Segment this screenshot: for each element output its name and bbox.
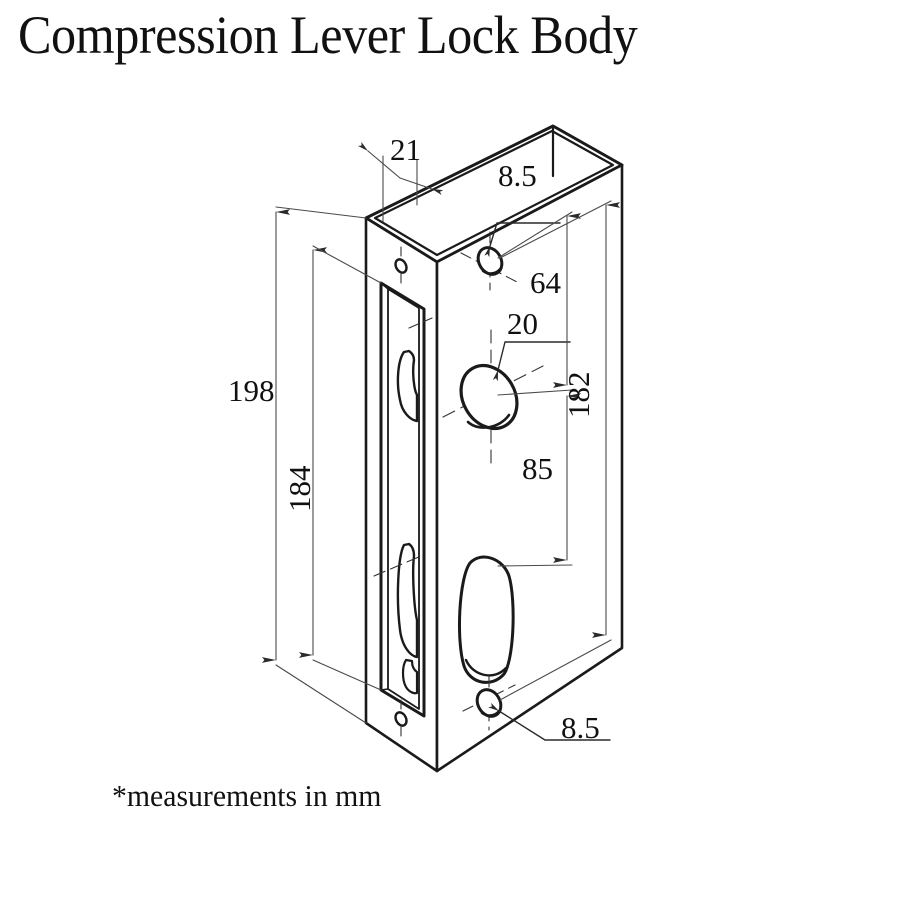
dimension-8_5-top bbox=[484, 222, 561, 258]
dimension-8_5-top-label: 8.5 bbox=[498, 158, 537, 193]
dimension-184-ext-bottom bbox=[312, 659, 382, 691]
units-footnote: *measurements in mm bbox=[112, 778, 382, 813]
dimension-64 bbox=[497, 211, 581, 396]
side-face-features bbox=[373, 231, 544, 731]
dimension-8_5-top-leader bbox=[484, 222, 561, 258]
faceplate bbox=[379, 246, 426, 739]
dimension-20-label: 20 bbox=[507, 306, 538, 341]
lower-hole-centerline-h bbox=[462, 684, 516, 712]
lower-slot bbox=[457, 555, 515, 684]
dimension-85 bbox=[497, 393, 581, 567]
dimension-198-ext-top bbox=[275, 206, 367, 219]
dimension-85-label: 85 bbox=[522, 451, 553, 486]
dimension-182-ext-bottom bbox=[499, 639, 612, 701]
dimension-184 bbox=[299, 245, 382, 691]
dimension-184-ext-top bbox=[312, 245, 382, 284]
dimension-8_5-bottom-label: 8.5 bbox=[561, 710, 600, 745]
dimension-198-ext-bottom bbox=[275, 664, 367, 724]
dimension-20 bbox=[492, 341, 571, 382]
dimension-198-label: 198 bbox=[228, 373, 275, 408]
upper-fixing-hole bbox=[476, 246, 504, 276]
dimension-182-ext-top bbox=[499, 200, 612, 259]
dimension-85-ext-bottom bbox=[497, 564, 573, 567]
lower-slot-depth bbox=[464, 658, 508, 677]
dimension-184-label: 184 bbox=[282, 465, 317, 512]
front-lower-fixing-hole bbox=[394, 711, 408, 727]
dimension-21 bbox=[357, 141, 444, 223]
page-title: Compression Lever Lock Body bbox=[18, 5, 638, 65]
dimension-21-label: 21 bbox=[390, 132, 421, 167]
dimension-21-arrow-left bbox=[357, 141, 401, 179]
dimension-64-ext-bottom bbox=[497, 389, 573, 396]
dimension-182-label: 182 bbox=[561, 372, 596, 419]
faceplate-thickness bbox=[380, 282, 389, 691]
spindle-hole-depth bbox=[466, 413, 511, 429]
dimension-8_5-bottom bbox=[488, 702, 611, 741]
spindle-hole-centerline-h bbox=[442, 365, 544, 418]
faceplate-upper-slot-edge bbox=[396, 349, 419, 423]
upper-slot-centerline bbox=[373, 555, 422, 577]
upper-fixing-hole-depth bbox=[481, 267, 502, 275]
front-upper-fixing-hole bbox=[394, 258, 408, 274]
dimension-20-leader bbox=[492, 341, 571, 382]
dimension-8_5-bottom-leader bbox=[488, 702, 611, 741]
faceplate-lower-slot-edge bbox=[396, 542, 419, 659]
dimension-182 bbox=[499, 200, 620, 701]
faceplate-lower-hole-edge bbox=[401, 658, 419, 695]
dimension-198 bbox=[262, 206, 367, 724]
misc-centerline bbox=[408, 317, 433, 329]
dimension-64-label: 64 bbox=[530, 265, 562, 300]
dimension-21-arrow-right bbox=[399, 177, 444, 196]
dimension-64-ext-top bbox=[497, 211, 573, 259]
upper-hole-centerline-h bbox=[460, 252, 520, 284]
spindle-hole bbox=[459, 364, 519, 430]
lower-fixing-hole-depth bbox=[480, 709, 501, 717]
